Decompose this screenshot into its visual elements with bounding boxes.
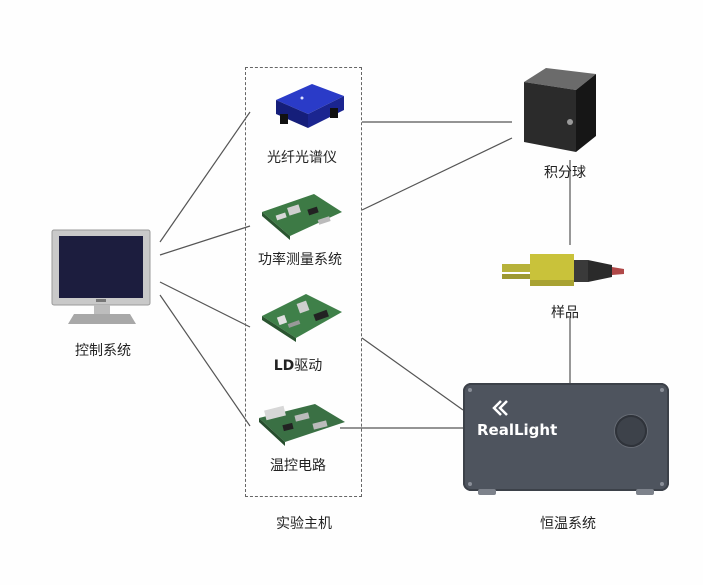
- temp-board-icon: [259, 404, 345, 446]
- control-system-label: 控制系统: [75, 343, 131, 359]
- temp-circuit-label: 温控电路: [270, 458, 326, 474]
- thermostat-label: 恒温系统: [540, 516, 596, 532]
- integrating-sphere-icon: [524, 68, 596, 152]
- link-control-power: [159, 225, 251, 256]
- thermostat-foot-left: [478, 489, 496, 495]
- ld-driver-label-suffix: 驱动: [294, 358, 323, 374]
- link-control-spectrometer: [159, 111, 251, 243]
- monitor-icon: [51, 229, 151, 324]
- laser-diode-icon: [502, 254, 624, 286]
- power-system-label: 功率测量系统: [258, 252, 342, 268]
- thermostat-box-icon: RealLight: [463, 383, 669, 491]
- ld-driver-label-prefix: LD: [273, 358, 295, 374]
- thermostat-foot-right: [636, 489, 654, 495]
- power-board-icon: [262, 194, 342, 240]
- integrating-sphere-label: 积分球: [544, 165, 586, 181]
- host-label: 实验主机: [276, 516, 332, 532]
- spectrometer-device-icon: [276, 84, 344, 128]
- link-control-temp: [159, 294, 251, 427]
- brand-label: RealLight: [477, 421, 558, 439]
- link-power-sphere: [361, 137, 513, 211]
- ld-driver-label: LD驱动: [274, 355, 323, 375]
- link-ld-thermostat: [361, 337, 464, 411]
- link-control-ld: [159, 281, 251, 328]
- host-boundary-box: [245, 67, 362, 497]
- reallight-logo-icon: [492, 400, 508, 416]
- spectrometer-label: 光纤光谱仪: [267, 150, 337, 166]
- knob-icon: [615, 415, 647, 447]
- ld-board-icon: [262, 294, 342, 342]
- sample-label: 样品: [551, 305, 579, 321]
